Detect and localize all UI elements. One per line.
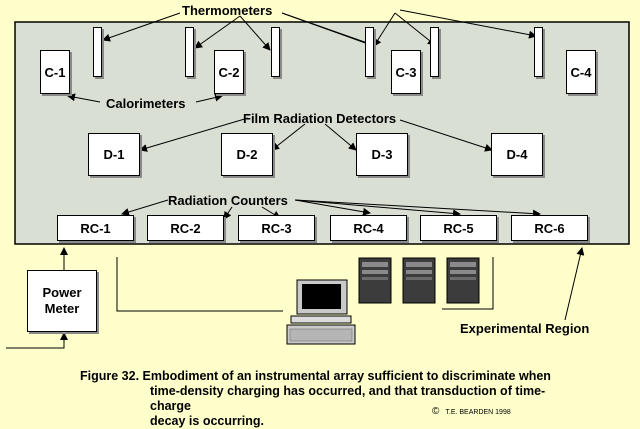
computer-icon (286, 279, 356, 345)
radiation-counter-arrows (121, 199, 541, 220)
server-tower-icon (358, 257, 392, 304)
radiation-counters-label: Radiation Counters (168, 193, 288, 208)
radiation-counter-rc1: RC-1 (57, 215, 134, 241)
thermometer (430, 27, 439, 77)
cabling (116, 257, 494, 312)
power-meter: Power Meter (27, 270, 97, 332)
copyright: © T.E. BEARDEN 1998 (432, 406, 511, 417)
film-detector-d2: D-2 (221, 133, 273, 176)
caption-line-1: Figure 32. Embodiment of an instrumental… (80, 369, 551, 383)
radiation-counter-rc3: RC-3 (238, 215, 315, 241)
calorimeter-c1: C-1 (40, 50, 70, 94)
radiation-counter-rc5: RC-5 (420, 215, 497, 241)
power-meter-label-line1: Power (42, 285, 82, 300)
film-detector-arrows (139, 117, 493, 152)
thermometer (365, 27, 374, 77)
copyright-text: T.E. BEARDEN 1998 (445, 409, 511, 416)
film-detector-d1: D-1 (88, 133, 140, 176)
calorimeters-label: Calorimeters (106, 96, 186, 111)
power-meter-label-line2: Meter (44, 301, 80, 316)
server-tower-icon (402, 257, 436, 304)
thermometer-arrows (102, 9, 537, 51)
film-detector-d4: D-4 (491, 133, 543, 176)
caption-line-2: time-density charging has occurred, and … (150, 384, 546, 413)
thermometer (271, 27, 280, 77)
calorimeter-arrows (67, 93, 223, 103)
thermometer (93, 27, 102, 77)
experimental-region-label: Experimental Region (460, 321, 590, 336)
power-meter-lines (6, 247, 68, 349)
calorimeter-c3: C-3 (391, 50, 421, 94)
figure-caption: Figure 32. Embodiment of an instrumental… (80, 369, 560, 429)
radiation-counter-rc4: RC-4 (330, 215, 407, 241)
calorimeter-c4: C-4 (566, 50, 596, 94)
server-tower-icon (446, 257, 480, 304)
copyright-symbol: © (432, 406, 440, 417)
experimental-region-arrow (564, 247, 585, 321)
thermometer (185, 27, 194, 77)
thermometers-label: Thermometers (182, 3, 273, 18)
film-detector-d3: D-3 (356, 133, 408, 176)
radiation-counter-rc2: RC-2 (147, 215, 224, 241)
radiation-counter-rc6: RC-6 (511, 215, 588, 241)
calorimeter-c2: C-2 (214, 50, 244, 94)
film-detectors-label: Film Radiation Detectors (243, 111, 397, 126)
thermometer (534, 27, 543, 77)
